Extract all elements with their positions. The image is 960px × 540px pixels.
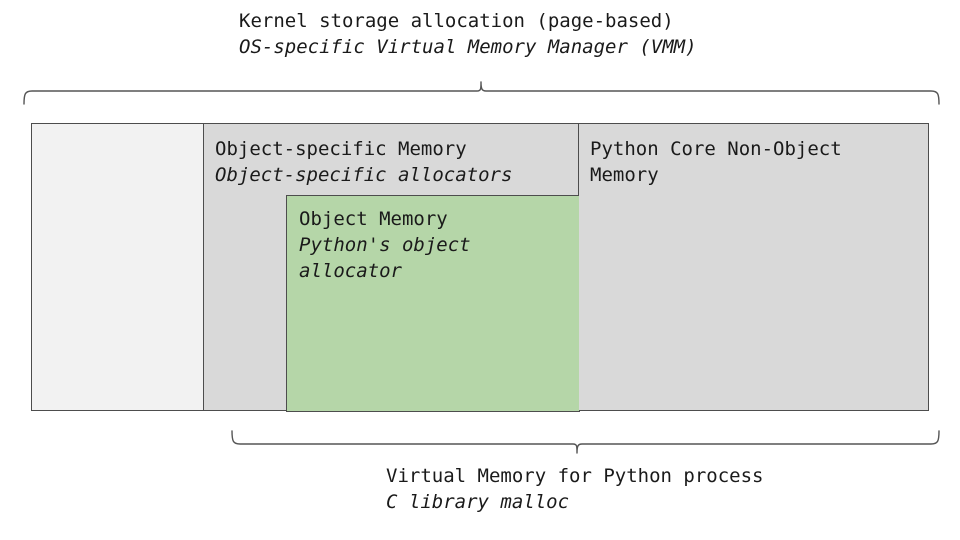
- segment-object-specific-memory-secondary-text: Object-specific allocators: [215, 164, 513, 186]
- bottom-annotation-secondary-text: C library malloc: [386, 491, 570, 513]
- segment-object-specific-memory-primary-text: Object-specific Memory: [215, 138, 467, 160]
- segment-python-core-non-object-memory-primary-text: Python Core Non-Object Memory: [590, 138, 842, 186]
- segment-python-core-non-object-memory-label: Python Core Non-Object Memory: [590, 136, 920, 188]
- memory-layout-diagram: Object-specific Memory Object-specific a…: [31, 123, 929, 412]
- bottom-annotation-caption: Virtual Memory for Python process C libr…: [386, 463, 946, 515]
- segment-kernel-region: [32, 124, 204, 410]
- segment-object-specific-memory-label: Object-specific Memory Object-specific a…: [215, 136, 570, 188]
- top-annotation-secondary-text: OS-specific Virtual Memory Manager (VMM): [239, 36, 697, 58]
- nested-box-object-memory-label: Object Memory Python's object allocator: [299, 206, 571, 284]
- segment-python-core-non-object-memory: Python Core Non-Object Memory: [579, 124, 928, 410]
- nested-box-object-memory-primary-text: Object Memory: [299, 208, 448, 230]
- top-annotation-primary-text: Kernel storage allocation (page-based): [239, 10, 674, 32]
- bottom-brace: [226, 426, 946, 460]
- nested-box-object-memory: Object Memory Python's object allocator: [286, 195, 580, 412]
- top-annotation-caption: Kernel storage allocation (page-based) O…: [239, 8, 839, 60]
- top-brace: [18, 76, 946, 110]
- nested-box-object-memory-secondary-text: Python's object allocator: [299, 234, 471, 282]
- top-brace-path: [23, 81, 940, 105]
- bottom-annotation-primary-text: Virtual Memory for Python process: [386, 465, 764, 487]
- segment-object-specific-memory: Object-specific Memory Object-specific a…: [204, 124, 580, 412]
- bottom-brace-path: [231, 430, 940, 454]
